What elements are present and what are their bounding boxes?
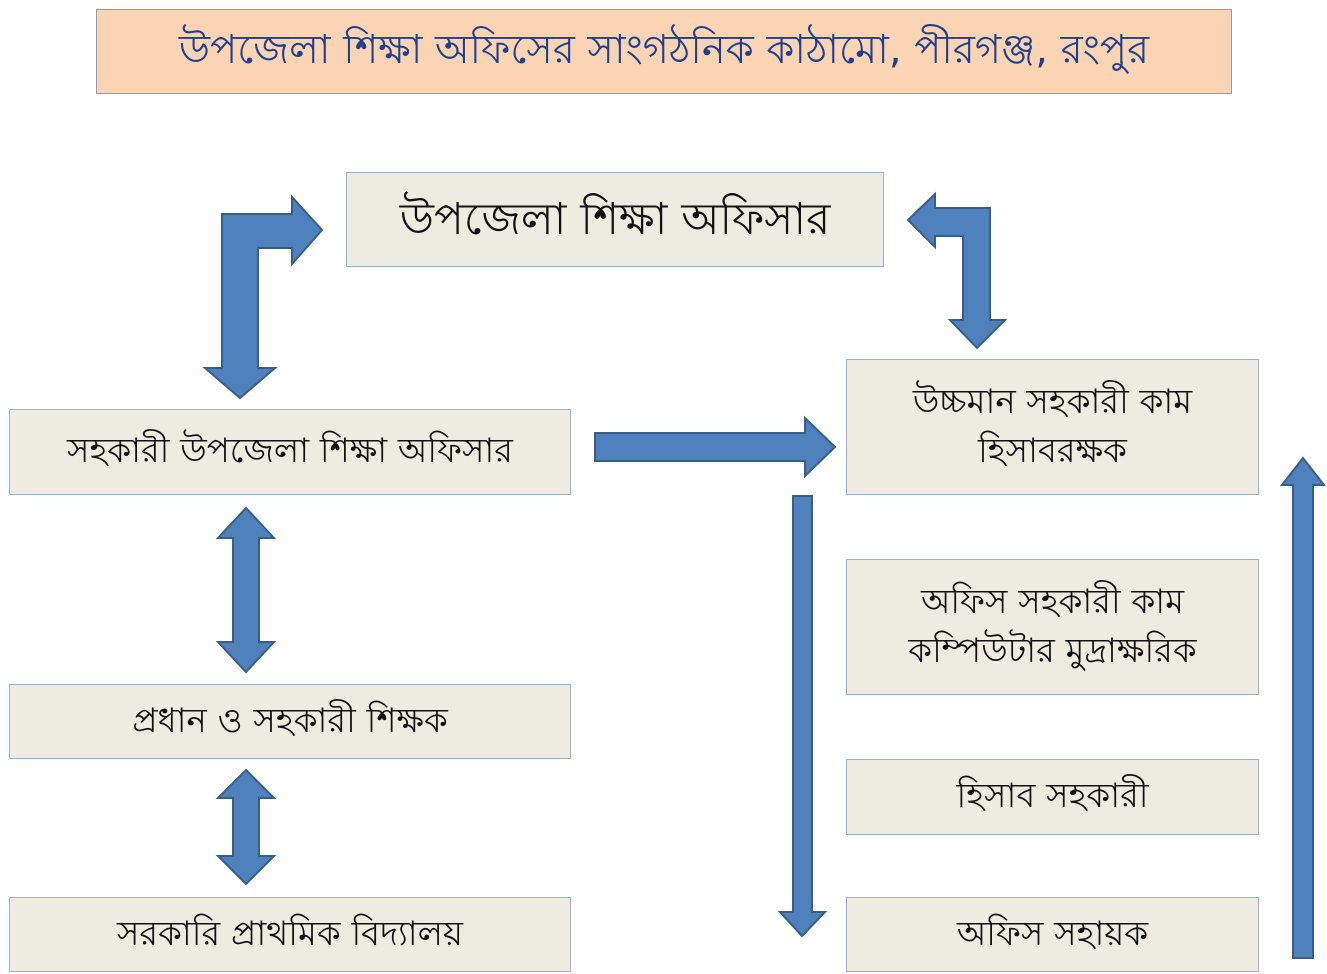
node-office-assistant: অফিস সহকারী কাম কম্পিউটার মুদ্রাক্ষরিক [846,559,1259,695]
bent-arrow-officer-to-assistant [202,194,324,400]
right-arrow-assistant-to-staff [594,415,837,479]
node-accounts-assistant: হিসাব সহকারী [846,759,1259,835]
node-office-helper: অফিস সহায়ক [846,897,1259,972]
node-upazila-officer: উপজেলা শিক্ষা অফিসার [346,172,884,267]
bent-arrow-officer-to-staff [906,191,1008,350]
node-label: অফিস সহায়ক [956,913,1149,954]
node-label-line2: হিসাবরক্ষক [978,431,1127,471]
node-label-line1: অফিস সহকারী কাম [920,581,1185,622]
node-label-line1: উচ্চমান সহকারী কাম [912,381,1193,422]
node-label: প্রধান ও সহকারী শিক্ষক [132,700,448,741]
node-upper-division-assistant: উচ্চমান সহকারী কাম হিসাবরক্ষক [846,359,1259,495]
node-label-line2: কম্পিউটার মুদ্রাক্ষরিক [908,631,1197,671]
down-arrow-staff [777,495,828,938]
node-schools: সরকারি প্রাথমিক বিদ্যালয় [9,897,571,972]
title-text: উপজেলা শিক্ষা অফিসের সাংগঠনিক কাঠামো, পী… [178,27,1150,73]
node-label: হিসাব সহকারী [956,776,1149,817]
double-arrow-assistant-teachers [215,506,277,674]
up-arrow-staff [1279,456,1327,959]
node-label: উপজেলা শিক্ষা অফিসার [399,193,831,245]
double-arrow-teachers-schools [215,768,277,886]
node-assistant-officer: সহকারী উপজেলা শিক্ষা অফিসার [9,409,571,495]
node-label: সরকারি প্রাথমিক বিদ্যালয় [116,913,464,954]
node-teachers: প্রধান ও সহকারী শিক্ষক [9,684,571,759]
node-label: সহকারী উপজেলা শিক্ষা অফিসার [67,431,513,472]
diagram-title: উপজেলা শিক্ষা অফিসের সাংগঠনিক কাঠামো, পী… [96,9,1232,94]
